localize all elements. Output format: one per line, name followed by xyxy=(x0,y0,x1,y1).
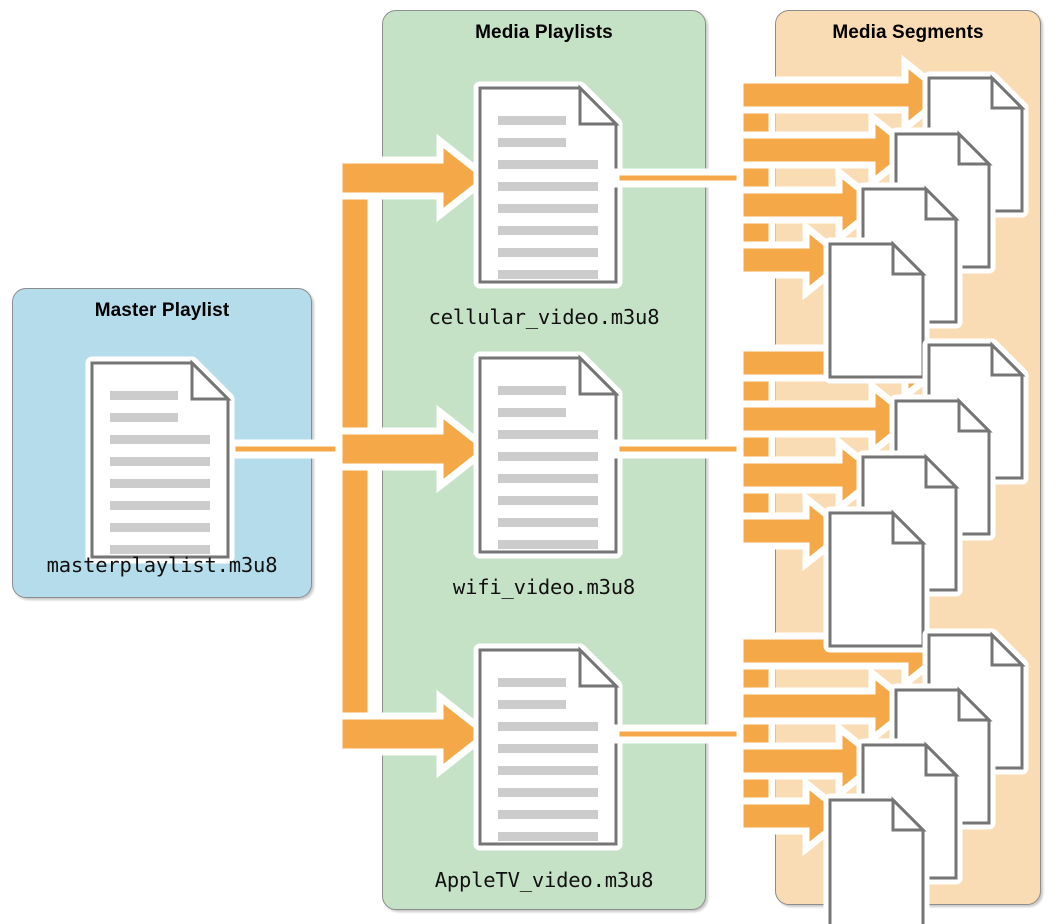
arrow-group-appletv-to-segments xyxy=(612,610,952,857)
caption-playlist-appletv: AppleTV_video.m3u8 xyxy=(434,868,654,892)
caption-playlist-wifi: wifi_video.m3u8 xyxy=(452,575,636,599)
media-playlist-doc-appletv xyxy=(480,650,616,844)
segment-stack-appletv xyxy=(830,635,1022,924)
arrow-group-master-to-playlists xyxy=(228,133,493,779)
segment-stack-cellular xyxy=(830,78,1022,377)
panel-title-media-segments: Media Segments xyxy=(832,22,984,43)
master-playlist-doc xyxy=(92,363,228,557)
media-playlist-doc-cellular xyxy=(480,88,616,282)
caption-master-playlist: masterplaylist.m3u8 xyxy=(46,553,278,577)
panel-title-media-playlists: Media Playlists xyxy=(475,22,613,43)
media-playlist-doc-wifi xyxy=(480,358,616,552)
panel-title-master-playlist: Master Playlist xyxy=(94,300,230,321)
caption-playlist-cellular: cellular_video.m3u8 xyxy=(428,305,660,329)
segment-stack-wifi xyxy=(830,345,1022,646)
